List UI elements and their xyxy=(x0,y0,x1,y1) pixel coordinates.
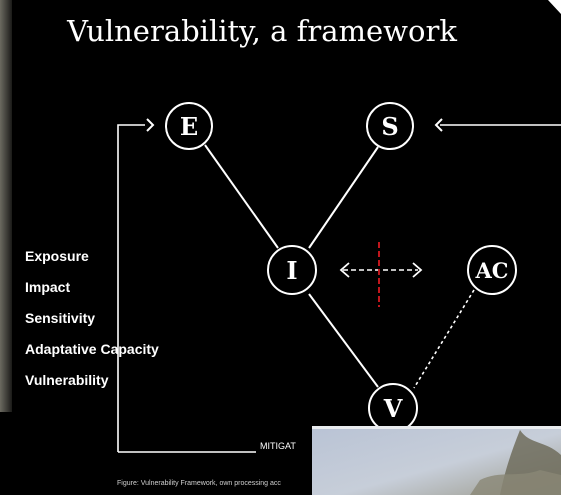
bottom-band xyxy=(0,412,320,495)
node-i-label: I xyxy=(286,256,297,285)
feedback-loop-line xyxy=(117,124,145,452)
node-s-label: S xyxy=(381,112,398,141)
node-e: E xyxy=(165,102,213,150)
edge-ac-v-dotted xyxy=(413,289,475,389)
legend: Exposure Impact Sensitivity Adaptative C… xyxy=(25,248,159,388)
mitigation-label: MITIGAT xyxy=(260,441,296,451)
node-ac: AC xyxy=(467,245,517,295)
slide-title: Vulnerability, a framework xyxy=(66,14,457,48)
node-v-label: V xyxy=(383,394,403,423)
node-ac-label: AC xyxy=(474,258,508,283)
legend-item: Vulnerability xyxy=(25,372,109,388)
corner-fold xyxy=(548,0,561,14)
overlapping-photo xyxy=(312,426,561,495)
arrow-into-s-icon xyxy=(434,118,443,132)
legend-item: Adaptative Capacity xyxy=(25,341,159,357)
node-i: I xyxy=(267,245,317,295)
legend-item: Impact xyxy=(25,279,70,295)
figure-caption: Figure: Vulnerability Framework, own pro… xyxy=(117,480,281,487)
arrow-right-icon xyxy=(412,262,423,278)
arrow-into-e-icon xyxy=(146,118,155,132)
left-photo-strip xyxy=(0,0,12,412)
edge-e-i xyxy=(204,144,279,249)
legend-item: Exposure xyxy=(25,248,89,264)
legend-item: Sensitivity xyxy=(25,310,95,326)
edge-s-i xyxy=(308,146,379,249)
node-e-label: E xyxy=(180,112,198,141)
arrow-left-icon xyxy=(339,262,350,278)
connector-lines xyxy=(204,144,379,388)
node-v: V xyxy=(368,383,418,433)
edge-i-v xyxy=(308,293,379,388)
node-s: S xyxy=(366,102,414,150)
